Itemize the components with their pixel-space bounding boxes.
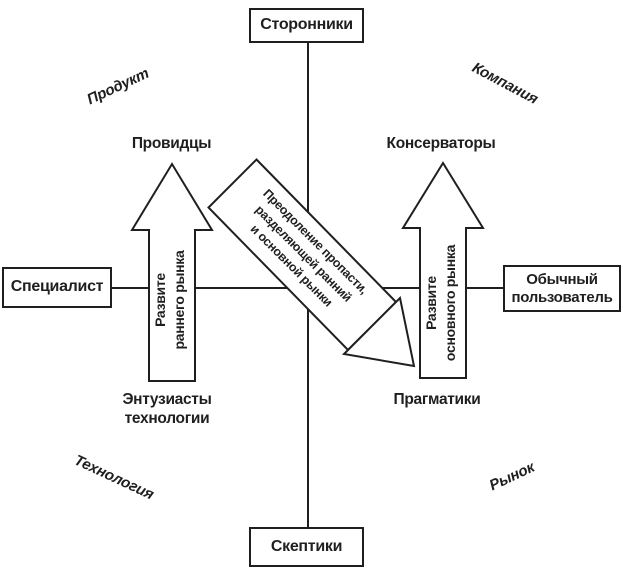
main-market-arrow-text: Развите основного рынка [422,228,464,378]
box-supporters-label: Сторонники [260,16,353,34]
label-conservatives: Консерваторы [386,135,496,152]
box-specialist-label: Специалист [10,278,104,296]
main-market-arrow-text-line2: основного рынка [441,244,458,362]
box-skeptics-label: Скептики [270,537,343,555]
box-regular-user-label-line1: Обычный [526,271,598,289]
label-technology-enthusiasts-line1: Энтузиасты [122,391,212,408]
early-market-arrow-text: Развите раннего рынка [151,225,193,375]
label-technology-enthusiasts: Энтузиасты технологии [107,390,227,429]
box-supporters: Сторонники [249,8,364,43]
early-market-arrow-text-line2: раннего рынка [170,250,187,350]
early-market-arrow-text-line1: Развите [152,273,168,327]
main-market-up-arrow [401,161,485,379]
box-regular-user-label-line2: пользователь [511,288,613,306]
label-pragmatists: Прагматики [393,391,481,408]
label-technology-enthusiasts-line2: технологии [124,410,210,428]
box-skeptics: Скептики [249,527,364,567]
label-visionaries: Провидцы [131,135,212,152]
box-specialist: Специалист [2,267,112,308]
early-market-up-arrow [130,162,214,382]
chasm-banner-arrowhead [341,295,416,368]
main-market-arrow-text-line1: Развите [423,276,439,330]
box-regular-user: Обычный пользователь [503,265,621,312]
